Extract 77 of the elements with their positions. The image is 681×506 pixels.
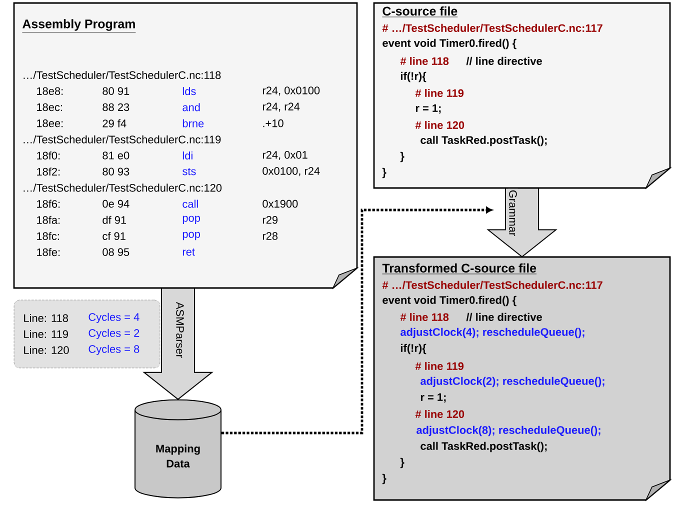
code-text: 18ee: — [37, 119, 63, 128]
code-text: # line 119 — [415, 88, 464, 98]
code-text: call TaskRed.postTask(); — [420, 442, 547, 452]
code-text: // line directive — [466, 312, 542, 322]
code-text: Cycles = 2 — [88, 328, 140, 340]
code-text: # line 120 — [415, 410, 464, 418]
code-text: } — [382, 168, 386, 178]
code-text: # …/TestScheduler/TestSchedulerC.nc:117 — [382, 24, 602, 32]
code-text: 88 23 — [102, 103, 130, 112]
code-text: Line: 119 — [24, 330, 68, 338]
code-text: 18fe: — [37, 248, 60, 256]
code-text: 18ec: — [37, 103, 62, 112]
code-text: and — [182, 103, 200, 112]
heading: Transformed C-source file — [382, 263, 537, 274]
code-text: # line 119 — [415, 362, 464, 370]
code-text: # line 118 — [400, 56, 449, 66]
code-text: event void Timer0.fired() { — [382, 296, 516, 306]
code-text: 29 f4 — [102, 119, 126, 128]
code-text: # line 120 — [415, 120, 464, 130]
code-text: 18f2: — [37, 168, 60, 176]
code-text: 18fa: — [37, 216, 60, 224]
code-text: 80 91 — [102, 87, 130, 95]
code-text: } — [382, 474, 386, 484]
code-text: sts — [182, 168, 196, 176]
code-text: 18fc: — [37, 232, 59, 240]
code-text: …/TestScheduler/TestSchedulerC.nc:119 — [24, 135, 221, 144]
database-cylinder: Mapping Data — [134, 399, 222, 498]
code-text: // line directive — [466, 56, 542, 66]
edge-label: Grammar — [508, 188, 518, 238]
code-text: 0x1900 — [262, 200, 298, 208]
code-text: 0x0100, r24 — [262, 167, 320, 176]
heading: Assembly Program — [22, 19, 136, 32]
code-text: 81 e0 — [102, 152, 130, 160]
code-text: call TaskRed.postTask(); — [420, 136, 547, 146]
code-text: r24, 0x0100 — [262, 86, 320, 96]
code-text: # …/TestScheduler/TestSchedulerC.nc:117 — [382, 280, 602, 290]
code-text: ldi — [182, 151, 192, 160]
code-text: Line: 120 — [24, 346, 69, 354]
code-text: r28 — [262, 232, 278, 240]
code-text: brne — [182, 119, 204, 128]
edge-label: ASMParser — [175, 300, 185, 359]
code-text: } — [400, 152, 404, 162]
code-text: if(!r){ — [400, 344, 426, 354]
heading: C-source file — [382, 6, 458, 18]
code-text: 08 95 — [102, 248, 130, 256]
code-text: 80 93 — [102, 168, 130, 176]
code-text: …/TestScheduler/TestSchedulerC.nc:120 — [24, 184, 222, 192]
code-text: r24, 0x01 — [262, 150, 308, 160]
note-box — [14, 300, 160, 368]
code-text: Cycles = 8 — [88, 344, 140, 356]
code-text: pop — [182, 232, 200, 240]
code-text: adjustClock(2); rescheduleQueue(); — [420, 376, 604, 388]
code-text: event void Timer0.fired() { — [382, 38, 516, 50]
code-text: .+10 — [263, 119, 284, 128]
code-text: call — [182, 200, 198, 208]
code-text: 0e 94 — [102, 200, 130, 208]
code-text: 18f6: — [37, 200, 60, 208]
code-text: df 91 — [102, 216, 126, 224]
code-text: adjustClock(8); rescheduleQueue(); — [416, 426, 600, 436]
dotted-arrow — [222, 206, 492, 434]
code-text: adjustClock(4); rescheduleQueue(); — [400, 328, 584, 338]
code-text: ret — [182, 248, 195, 256]
code-text: r = 1; — [416, 104, 441, 114]
code-text: r = 1; — [420, 393, 446, 403]
code-text: Line: 118 — [24, 314, 68, 322]
code-text: r29 — [262, 216, 278, 224]
code-text: 18e8: — [37, 87, 63, 95]
code-text: if(!r){ — [400, 72, 426, 82]
code-text: # line 118 — [400, 312, 449, 322]
code-text: pop — [182, 216, 200, 224]
code-text: cf 91 — [102, 232, 126, 240]
code-text: lds — [182, 87, 196, 96]
code-text: r24, r24 — [262, 102, 300, 112]
code-text: } — [400, 458, 404, 468]
code-text: …/TestScheduler/TestSchedulerC.nc:118 — [24, 70, 221, 80]
code-text: 18f0: — [37, 151, 60, 160]
code-text: Cycles = 4 — [88, 312, 140, 324]
